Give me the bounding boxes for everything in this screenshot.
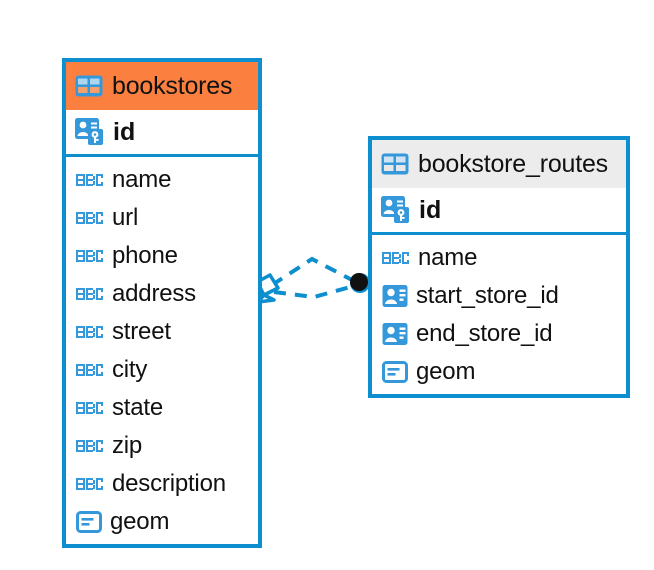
field-label: geom bbox=[110, 508, 170, 535]
abc-text-icon bbox=[76, 362, 104, 378]
foreign-key-icon bbox=[382, 322, 408, 346]
relationship-line-lower bbox=[273, 284, 355, 300]
abc-text-icon bbox=[76, 476, 104, 492]
abc-text-icon bbox=[76, 210, 104, 226]
abc-text-icon bbox=[76, 438, 104, 454]
relationship-svg bbox=[255, 256, 370, 304]
field-label: address bbox=[112, 280, 196, 307]
primary-key-icon bbox=[75, 118, 105, 146]
abc-text-icon bbox=[76, 286, 104, 302]
table-icon bbox=[75, 75, 103, 97]
field-row-state[interactable]: state bbox=[66, 389, 258, 427]
primary-key-row-bookstore-routes[interactable]: id bbox=[372, 188, 626, 235]
field-label: state bbox=[112, 394, 164, 421]
relationship-connector[interactable] bbox=[250, 240, 380, 320]
filled-circle-icon bbox=[350, 273, 370, 293]
primary-key-row-bookstores[interactable]: id bbox=[66, 110, 258, 157]
field-row-url[interactable]: url bbox=[66, 199, 258, 237]
field-label: description bbox=[112, 470, 226, 497]
field-row-name[interactable]: name bbox=[66, 161, 258, 199]
field-row-geom[interactable]: geom bbox=[66, 503, 258, 541]
abc-text-icon bbox=[76, 324, 104, 340]
entity-header-bookstores[interactable]: bookstores bbox=[66, 62, 258, 110]
foreign-key-icon bbox=[382, 284, 408, 308]
geometry-icon bbox=[382, 361, 408, 383]
field-row-phone[interactable]: phone bbox=[66, 237, 258, 275]
entity-bookstore-routes[interactable]: bookstore_routes id bbox=[368, 136, 630, 398]
field-list-bookstores: name bbox=[66, 157, 258, 545]
primary-key-icon bbox=[381, 196, 411, 224]
field-label: end_store_id bbox=[416, 320, 553, 347]
field-label: name bbox=[112, 166, 172, 193]
field-row-name[interactable]: name bbox=[372, 239, 626, 277]
entity-title-bookstore-routes: bookstore_routes bbox=[418, 149, 608, 178]
geometry-icon bbox=[76, 511, 102, 533]
field-label: zip bbox=[112, 432, 143, 459]
field-row-description[interactable]: description bbox=[66, 465, 258, 503]
field-label: phone bbox=[112, 242, 178, 269]
field-label: name bbox=[418, 244, 478, 271]
field-label: url bbox=[112, 204, 139, 231]
field-row-address[interactable]: address bbox=[66, 275, 258, 313]
field-row-zip[interactable]: zip bbox=[66, 427, 258, 465]
primary-key-label-bookstore-routes: id bbox=[419, 195, 442, 224]
field-row-end-store-id[interactable]: end_store_id bbox=[372, 315, 626, 353]
field-row-street[interactable]: street bbox=[66, 313, 258, 351]
field-label: city bbox=[112, 356, 148, 383]
field-label: geom bbox=[416, 358, 476, 385]
entity-header-bookstore-routes[interactable]: bookstore_routes bbox=[372, 140, 626, 188]
field-label: start_store_id bbox=[416, 282, 559, 309]
primary-key-label-bookstores: id bbox=[113, 117, 136, 146]
field-row-city[interactable]: city bbox=[66, 351, 258, 389]
field-list-bookstore-routes: name start_store_id bbox=[372, 235, 626, 395]
entity-title-bookstores: bookstores bbox=[112, 71, 233, 100]
table-icon bbox=[381, 153, 409, 175]
field-row-start-store-id[interactable]: start_store_id bbox=[372, 277, 626, 315]
field-row-geom[interactable]: geom bbox=[372, 353, 626, 391]
field-label: street bbox=[112, 318, 171, 345]
abc-text-icon bbox=[76, 172, 104, 188]
entity-bookstores[interactable]: bookstores id bbox=[62, 58, 262, 548]
relationship-line-upper bbox=[270, 256, 355, 287]
abc-text-icon bbox=[382, 250, 410, 266]
abc-text-icon bbox=[76, 400, 104, 416]
abc-text-icon bbox=[76, 248, 104, 264]
